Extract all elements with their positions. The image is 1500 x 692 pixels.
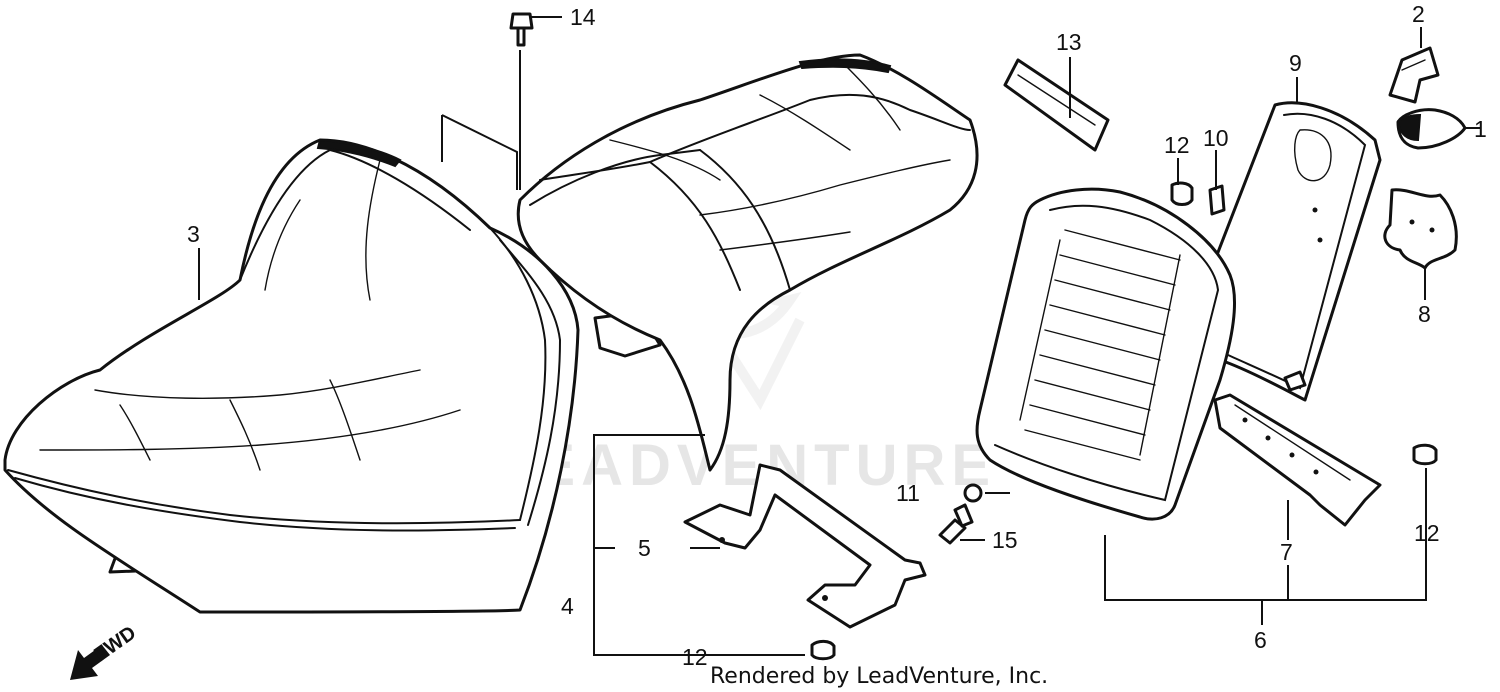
backrest-stay[interactable] (1213, 393, 1382, 527)
callout-7: 7 (1280, 539, 1293, 565)
leader-lines (198, 16, 1480, 656)
rear-seat[interactable] (516, 53, 979, 472)
plate[interactable] (1383, 188, 1458, 270)
bolt[interactable] (509, 12, 534, 47)
callout-8: 8 (1418, 301, 1431, 327)
callout-13: 13 (1056, 29, 1082, 55)
callout-11: 11 (896, 480, 920, 506)
callout-14: 14 (570, 4, 596, 30)
grommet-top[interactable] (1170, 181, 1194, 206)
callout-1: 1 (1474, 116, 1487, 142)
screw[interactable] (938, 503, 974, 545)
backrest-pad[interactable] (975, 187, 1236, 521)
callout-12-top: 12 (1164, 132, 1190, 158)
strap[interactable] (1003, 58, 1110, 152)
spring-clip[interactable] (1388, 46, 1440, 104)
backrest-frame[interactable] (1213, 101, 1382, 402)
callout-5: 5 (638, 535, 651, 561)
callout-12-bottom: 12 (682, 644, 708, 670)
callout-15: 15 (992, 527, 1018, 553)
callout-12-right: 12 (1414, 520, 1440, 546)
callout-2: 2 (1412, 1, 1425, 27)
footer-credit: Rendered by LeadVenture, Inc. (710, 664, 1048, 689)
front-seat[interactable] (3, 138, 580, 614)
seat-bracket[interactable] (683, 463, 927, 629)
knob[interactable] (1396, 108, 1467, 150)
callout-9: 9 (1289, 50, 1302, 76)
callout-10: 10 (1203, 125, 1229, 151)
nut[interactable] (963, 483, 983, 503)
callout-3: 3 (187, 221, 200, 247)
clip[interactable] (1208, 184, 1226, 216)
grommet-bottom[interactable] (810, 639, 836, 661)
forward-arrow-icon: FWD (70, 622, 140, 680)
callout-4: 4 (561, 593, 574, 619)
watermark-text: LEADVENTURE (495, 433, 996, 498)
fwd-label: FWD (90, 622, 140, 666)
callout-6: 6 (1254, 627, 1267, 653)
grommet-right[interactable] (1412, 443, 1438, 466)
